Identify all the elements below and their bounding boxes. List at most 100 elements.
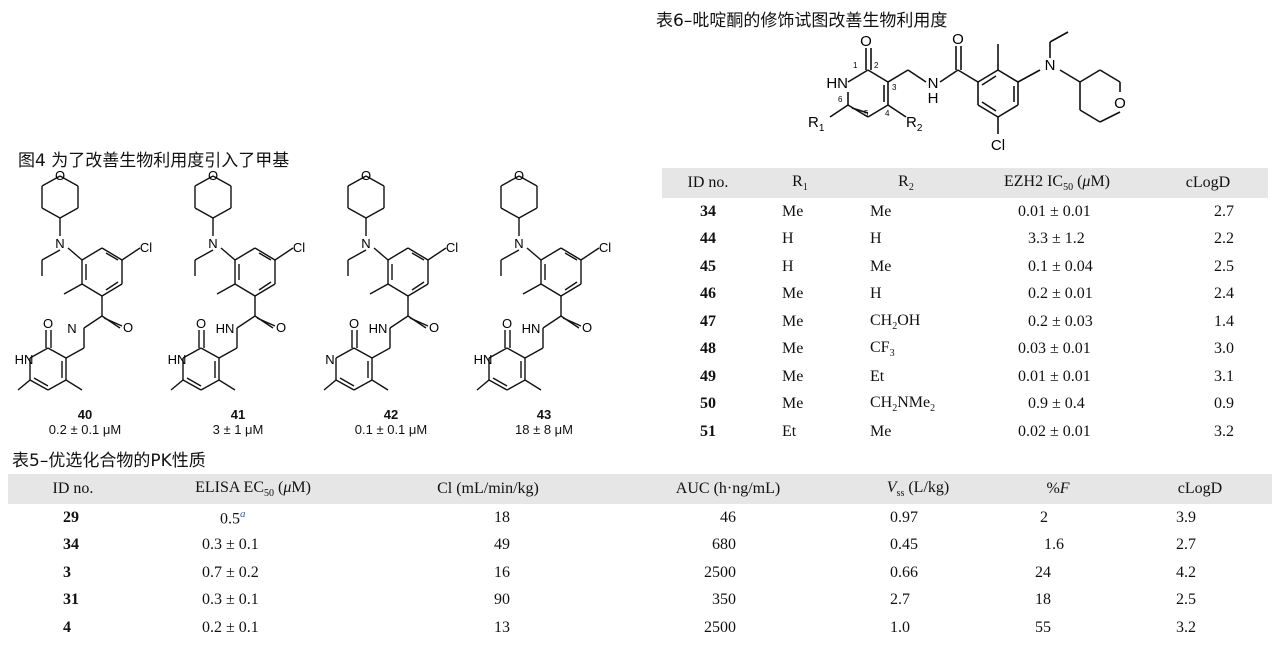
cell-id: 50 (700, 395, 716, 413)
ring-n-label: N (325, 352, 334, 367)
table6-header-id: ID no. (687, 174, 729, 191)
cell-r2: Me (870, 257, 892, 275)
cell-f: 1.6 (1044, 536, 1064, 554)
footnote-a-link[interactable]: a (240, 507, 246, 520)
amide-o-label: O (276, 320, 286, 335)
cell-clogd: 2.5 (1214, 257, 1234, 275)
pyridone-o-label: O (502, 316, 512, 331)
cell-ec50: 0.3 ± 0.1 (202, 591, 259, 609)
cell-ec50: 0.3 ± 0.1 (202, 536, 259, 554)
scaffold-r1-label: R1 (808, 114, 825, 134)
cell-cl: 13 (494, 618, 510, 636)
pyridone-o-label: O (43, 316, 53, 331)
cell-id: 3 (63, 563, 71, 581)
cell-id: 4 (63, 618, 71, 636)
cell-id: 45 (700, 257, 716, 275)
pyran-o-label: O (208, 168, 218, 183)
table5-caption: 表5–优选化合物的PK性质 (12, 451, 206, 471)
table6-header-clogd: cLogD (1185, 174, 1231, 191)
cell-clogd: 2.7 (1214, 202, 1234, 220)
scaffold-pos-5: 5 (864, 109, 869, 118)
cell-vss: 0.97 (890, 508, 918, 526)
cell-clogd: 2.2 (1214, 230, 1234, 248)
compound-id: 42 (383, 407, 399, 422)
ring-n-label: HN (168, 352, 187, 367)
cell-vss: 2.7 (890, 591, 910, 609)
cell-r2: CH2NMe2 (870, 394, 936, 415)
cell-r1: Me (782, 340, 804, 358)
table5-header-f: %F (1046, 480, 1070, 497)
scaffold-amide-n-label: N (928, 75, 939, 92)
table-row: 34 Me Me 0.01 ± 0.01 2.7 (662, 198, 1268, 226)
cell-ic50: 3.3 ± 1.2 (1028, 230, 1085, 248)
pyran-o-label: O (361, 168, 371, 183)
table-row: 48 Me CF3 0.03 ± 0.01 3.0 (662, 336, 1268, 364)
cell-r2: CH2OH (870, 311, 921, 332)
cell-ic50: 0.03 ± 0.01 (1018, 340, 1091, 358)
amide-n-label: N (67, 321, 76, 336)
cell-id: 29 (63, 508, 79, 526)
cell-cl: 18 (494, 508, 510, 526)
table6-header-r2: R2 (898, 172, 914, 194)
cell-auc: 2500 (704, 563, 736, 581)
table6-caption: 表6–吡啶酮的修饰试图改善生物利用度 (656, 11, 948, 31)
table5-header-row: ID no. ELISA EC50 (μM) Cl (mL/min/kg) AU… (8, 474, 1272, 504)
cell-clogd: 3.9 (1176, 508, 1196, 526)
table-row: 29 0.5a 18 46 0.97 2 3.9 (8, 504, 1272, 532)
table6-scaffold-structure: O HN N H O N O Cl R1 R2 1 2 3 4 5 6 (808, 31, 1126, 154)
compound-activity: 3 ± 1 μM (212, 422, 264, 437)
cell-ec50: 0.5a (220, 507, 246, 527)
compound-activity: 0.1 ± 0.1 μM (354, 422, 428, 437)
scaffold-pos-2: 2 (874, 61, 879, 70)
cell-r1: Me (782, 367, 804, 385)
cell-r1: Me (782, 395, 804, 413)
cell-f: 24 (1035, 563, 1051, 581)
pyran-o-label: O (55, 168, 65, 183)
cl-label: Cl (293, 240, 305, 255)
compound-42-label: 42 0.1 ± 0.1 μM (341, 407, 441, 437)
table-row: 50 Me CH2NMe2 0.9 ± 0.4 0.9 (662, 391, 1268, 419)
table-row: 3 0.7 ± 0.2 16 2500 0.66 24 4.2 (8, 559, 1272, 587)
cell-r1: Me (782, 312, 804, 330)
table6-header-r1: R1 (792, 172, 808, 194)
table-row: 34 0.3 ± 0.1 49 680 0.45 1.6 2.7 (8, 532, 1272, 560)
cell-ic50: 0.01 ± 0.01 (1018, 202, 1091, 220)
scaffold-o-label: O (860, 33, 872, 50)
table-row: 47 Me CH2OH 0.2 ± 0.03 1.4 (662, 308, 1268, 336)
cell-f: 55 (1035, 618, 1051, 636)
cell-f: 2 (1040, 508, 1048, 526)
compound-id: 43 (536, 407, 552, 422)
cell-vss: 0.45 (890, 536, 918, 554)
cell-clogd: 2.4 (1214, 285, 1234, 303)
scaffold-pyran-o-label: O (1114, 95, 1126, 112)
table6-header-ic50: EZH2 IC50 (μM) (1003, 172, 1111, 194)
scaffold-n-label: N (1045, 57, 1056, 74)
table-row: 46 Me H 0.2 ± 0.01 2.4 (662, 281, 1268, 309)
cell-ic50: 0.9 ± 0.4 (1028, 395, 1085, 413)
cell-id: 51 (700, 422, 716, 440)
figure4-caption: 图4 为了改善生物利用度引入了甲基 (18, 151, 290, 171)
cell-vss: 1.0 (890, 618, 910, 636)
compound-43-label: 43 18 ± 8 μM (494, 407, 594, 437)
scaffold-cl-label: Cl (991, 137, 1005, 154)
cell-r1: H (782, 230, 794, 248)
cell-clogd: 3.2 (1176, 618, 1196, 636)
cell-r2: Me (870, 202, 892, 220)
cell-f: 18 (1035, 591, 1051, 609)
scaffold-pos-4: 4 (885, 109, 890, 118)
table5-header-id: ID no. (52, 480, 94, 497)
amine-n-label: N (55, 236, 64, 251)
cell-clogd: 4.2 (1176, 563, 1196, 581)
cell-ec50: 0.2 ± 0.1 (202, 618, 259, 636)
table-row: 49 Me Et 0.01 ± 0.01 3.1 (662, 363, 1268, 391)
scaffold-pos-6: 6 (838, 95, 843, 104)
table5-header-vss: Vss (L/kg) (886, 478, 950, 500)
cell-clogd: 2.5 (1176, 591, 1196, 609)
cell-clogd: 3.1 (1214, 367, 1234, 385)
compound-40-label: 40 0.2 ± 0.1 μM (35, 407, 135, 437)
cell-r1: Me (782, 285, 804, 303)
table-row: 44 H H 3.3 ± 1.2 2.2 (662, 226, 1268, 254)
cell-id: 47 (700, 312, 716, 330)
